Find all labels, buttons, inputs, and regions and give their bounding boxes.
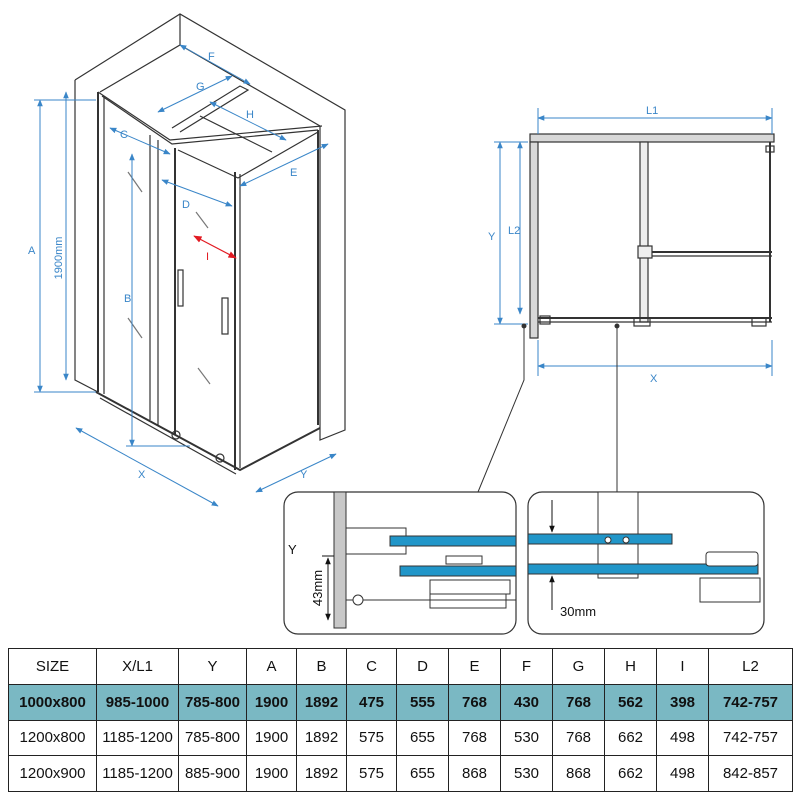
table-header-cell: X/L1 [96, 648, 179, 685]
table-header-cell: F [500, 648, 553, 685]
table-cell: 868 [448, 755, 501, 792]
table-cell: 530 [500, 755, 553, 792]
label-h: H [246, 109, 254, 121]
detail-view-left [283, 491, 517, 635]
table-cell: 768 [448, 719, 501, 757]
table-cell: 1000x800 [8, 683, 97, 721]
detail-label-43mm: 43mm [310, 570, 325, 606]
label-l1: L1 [646, 105, 658, 117]
label-y-3d: Y [300, 469, 308, 481]
table-cell: 655 [396, 755, 449, 792]
table-cell: 530 [500, 719, 553, 757]
table-header-cell: A [246, 648, 297, 685]
table-cell: 430 [500, 683, 553, 721]
table-cell: 885-900 [178, 755, 247, 792]
table-cell: 498 [656, 719, 709, 757]
detail-label-y: Y [288, 542, 297, 557]
table-cell: 768 [448, 683, 501, 721]
label-c: C [120, 129, 128, 141]
table-cell: 662 [604, 755, 657, 792]
label-a: A [28, 245, 36, 257]
table-header-cell: B [296, 648, 347, 685]
table-cell: 1185-1200 [96, 755, 179, 792]
table-cell: 985-1000 [96, 683, 179, 721]
table-cell: 842-857 [708, 755, 793, 792]
table-header-cell: D [396, 648, 449, 685]
wall-outline [74, 13, 346, 441]
table-cell: 575 [346, 719, 397, 757]
label-g: G [196, 81, 205, 93]
table-cell: 742-757 [708, 719, 793, 757]
table-cell: 498 [656, 755, 709, 792]
label-e: E [290, 167, 297, 179]
label-f: F [208, 51, 215, 63]
detail-label-30mm: 30mm [560, 604, 596, 619]
table-cell: 1200x800 [8, 719, 97, 757]
table-header-cell: E [448, 648, 501, 685]
table-cell: 768 [552, 683, 605, 721]
label-i: I [206, 251, 209, 263]
table-cell: 1185-1200 [96, 719, 179, 757]
perspective-dimensions [34, 44, 337, 507]
label-height: 1900mm [53, 237, 65, 280]
label-y-plan: Y [488, 231, 496, 243]
plan-view [529, 133, 775, 339]
table-cell: 1892 [296, 719, 347, 757]
table-header-cell: Y [178, 648, 247, 685]
table-cell: 562 [604, 683, 657, 721]
table-cell: 555 [396, 683, 449, 721]
shower-enclosure-diagram: A 1900mm B C D E F G H I X Y L1 Y L2 X [28, 13, 775, 635]
dimension-i-marker [193, 235, 237, 259]
table-cell: 575 [346, 755, 397, 792]
table-header-cell: L2 [708, 648, 793, 685]
table-cell: 1900 [246, 755, 297, 792]
table-header-cell: I [656, 648, 709, 685]
table-header-cell: C [346, 648, 397, 685]
table-cell: 785-800 [178, 683, 247, 721]
callout-leaders [477, 323, 620, 493]
table-cell: 868 [552, 755, 605, 792]
table-cell: 655 [396, 719, 449, 757]
label-b: B [124, 293, 131, 305]
table-cell: 662 [604, 719, 657, 757]
detail-view-right [527, 491, 765, 635]
table-cell: 1900 [246, 719, 297, 757]
table-header-cell: G [552, 648, 605, 685]
table-cell: 1200x900 [8, 755, 97, 792]
label-x-3d: X [138, 469, 146, 481]
label-l2: L2 [508, 225, 520, 237]
table-cell: 475 [346, 683, 397, 721]
table-cell: 1892 [296, 683, 347, 721]
table-header-cell: H [604, 648, 657, 685]
table-cell: 398 [656, 683, 709, 721]
table-cell: 768 [552, 719, 605, 757]
table-cell: 1900 [246, 683, 297, 721]
table-cell: 742-757 [708, 683, 793, 721]
table-header-cell: SIZE [8, 648, 97, 685]
table-cell: 1892 [296, 755, 347, 792]
table-cell: 785-800 [178, 719, 247, 757]
plan-dimensions [494, 108, 773, 376]
label-x-plan: X [650, 373, 658, 385]
label-d: D [182, 199, 190, 211]
